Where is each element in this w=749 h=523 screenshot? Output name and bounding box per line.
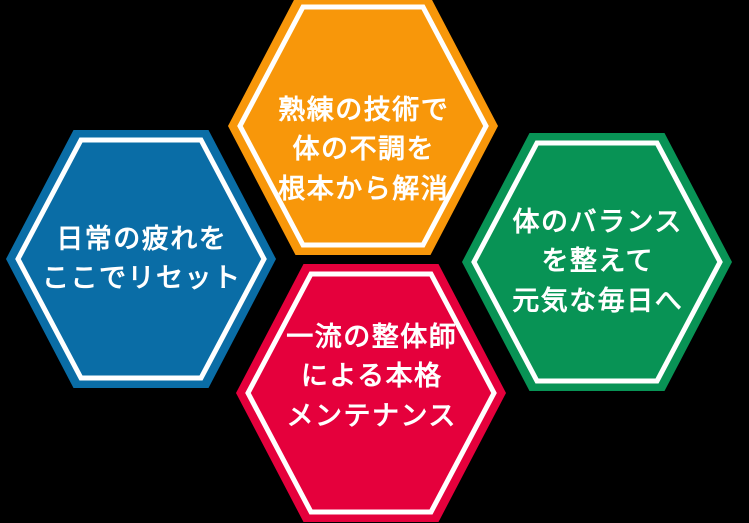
hexagon-orange-inner-border bbox=[237, 4, 489, 248]
hexagon-red-inner-border bbox=[245, 271, 497, 515]
hexagon-red[interactable]: 一流の整体師 による本格 メンテナンス bbox=[236, 264, 506, 522]
hexagon-red-body bbox=[236, 264, 506, 522]
hexagon-blue-inner-border bbox=[15, 137, 267, 381]
hexagon-green-inner-border bbox=[471, 140, 723, 384]
hexagon-blue-body bbox=[6, 130, 276, 388]
hexagon-orange-body bbox=[228, 0, 498, 255]
hexagon-green-body bbox=[462, 133, 732, 391]
